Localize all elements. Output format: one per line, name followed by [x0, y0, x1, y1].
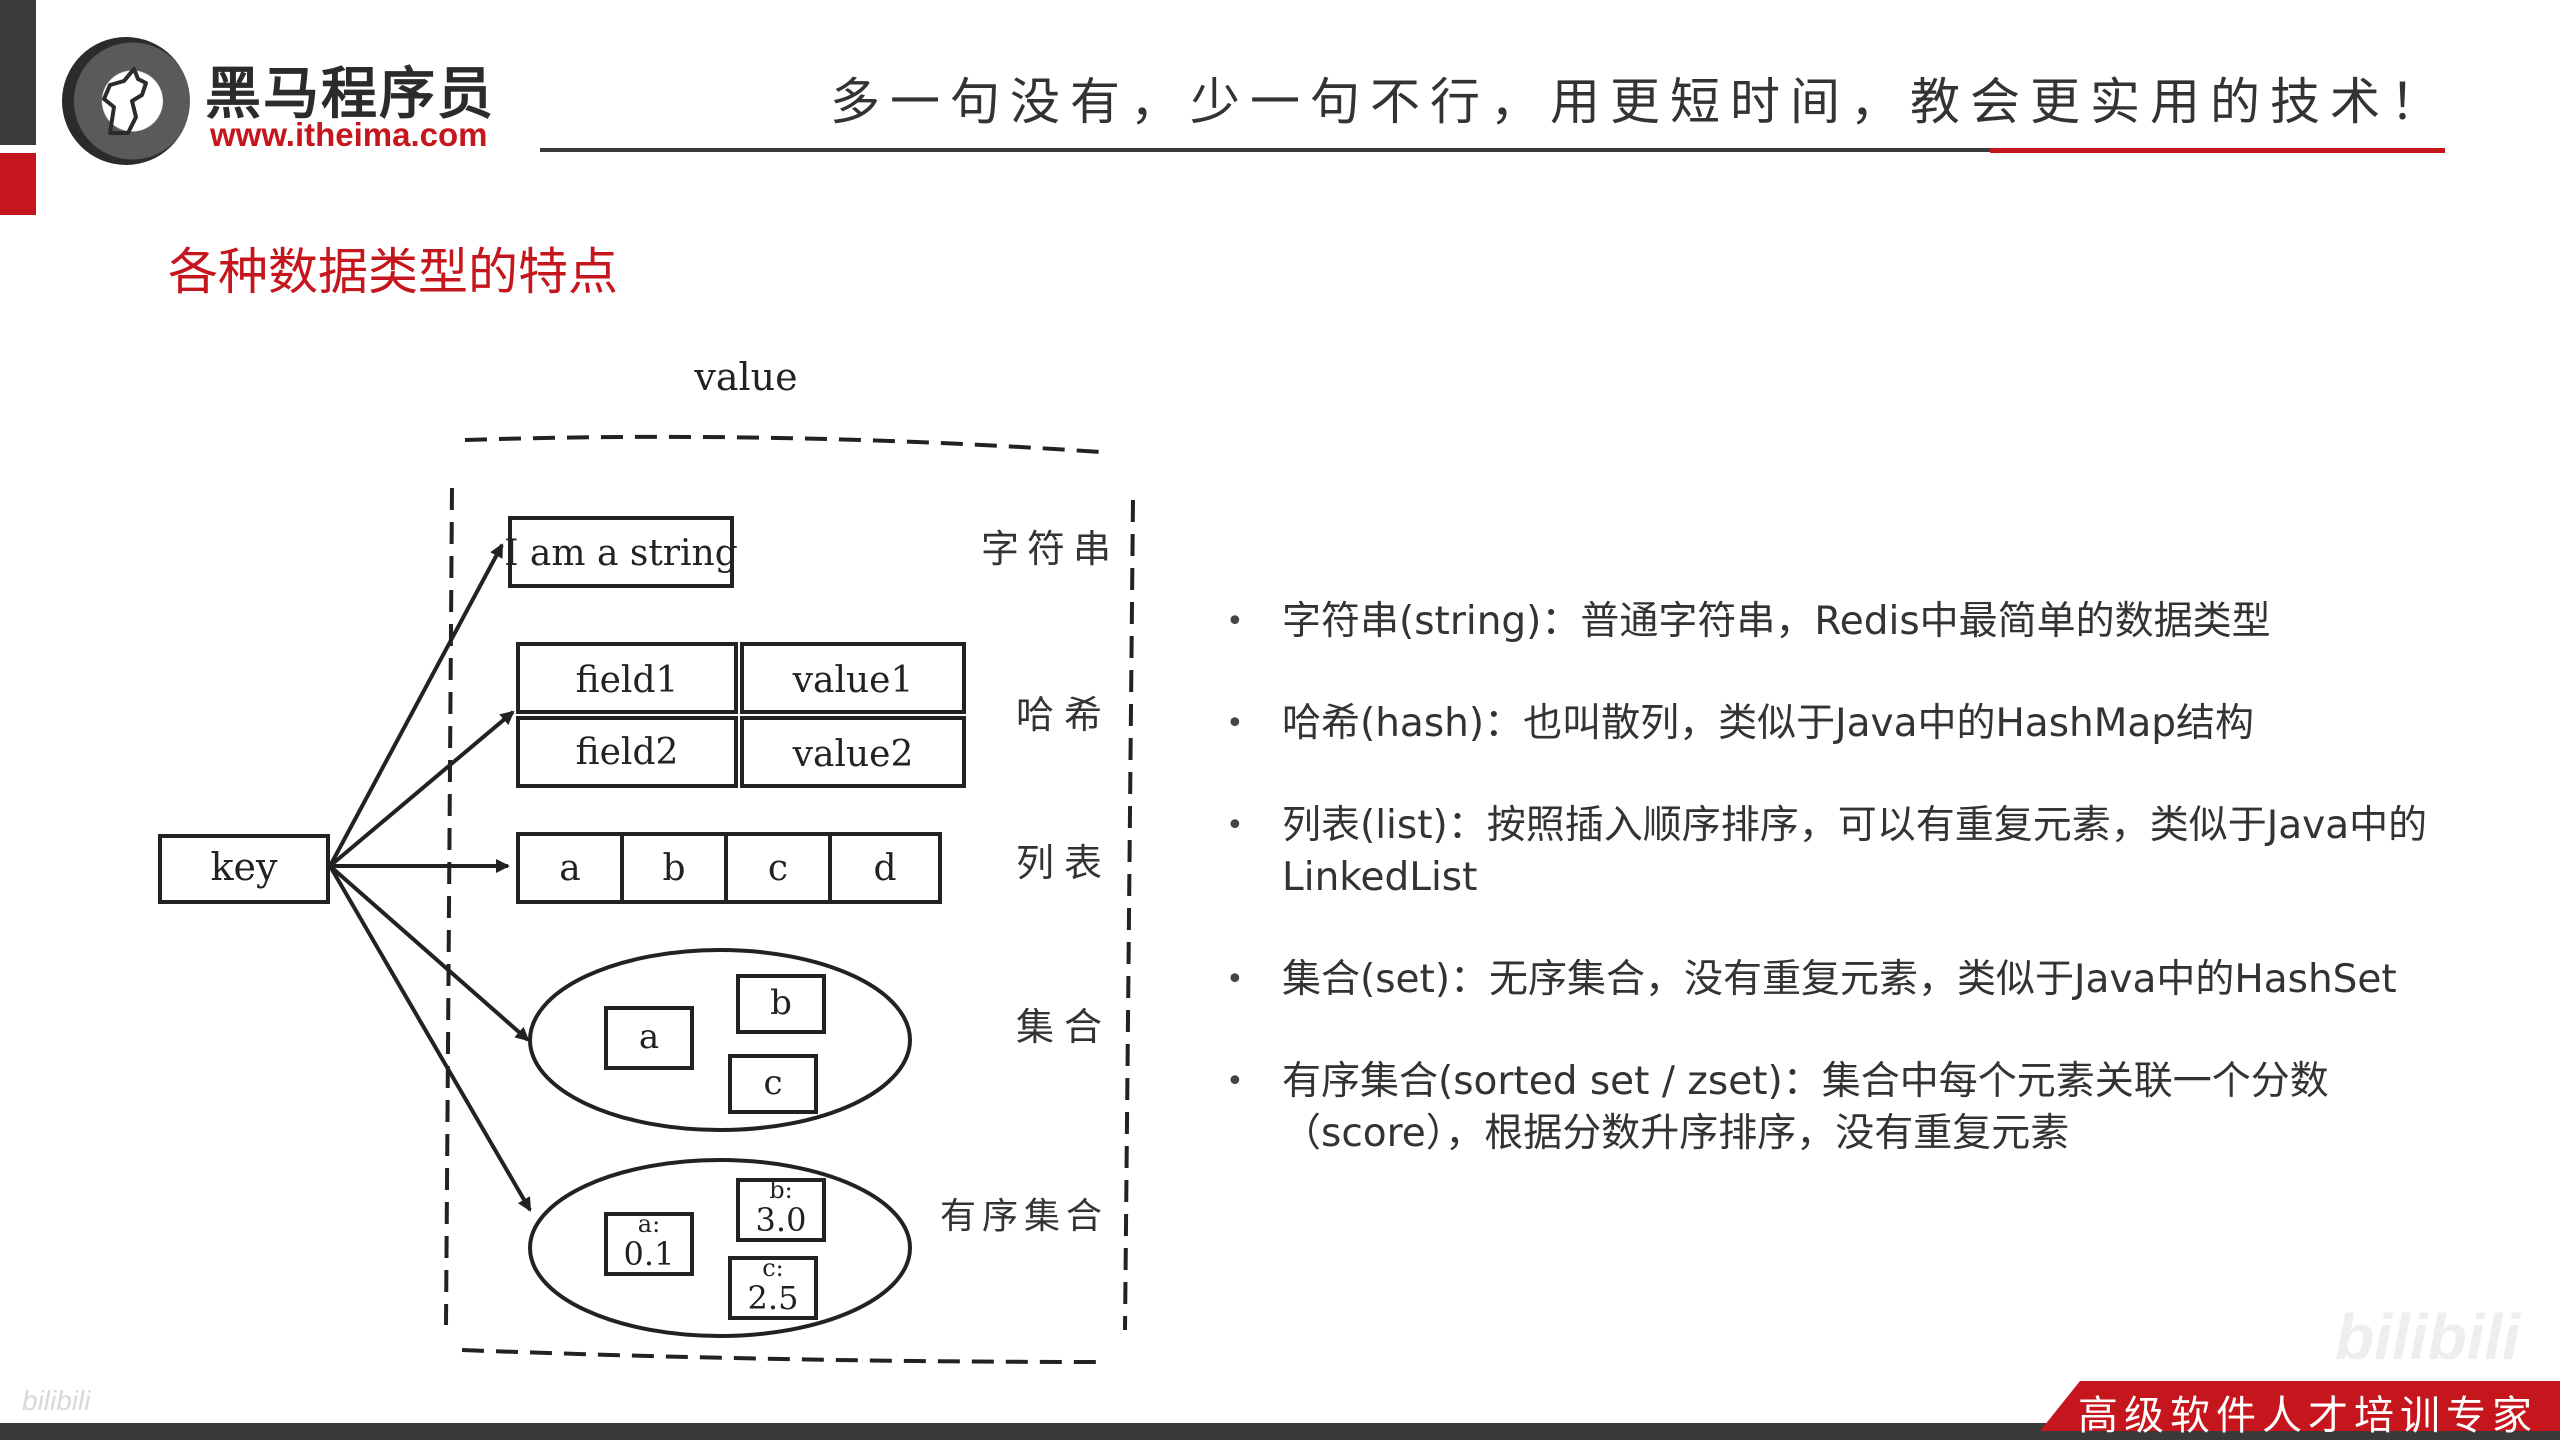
- bilibili-watermark: bilibili: [2335, 1301, 2520, 1373]
- set-item-c: c: [763, 1063, 782, 1103]
- value-label: value: [693, 355, 797, 399]
- bilibili-watermark-small: bilibili: [22, 1385, 91, 1416]
- slide-title: 各种数据类型的特点: [168, 243, 618, 301]
- hash-value-cell: [740, 716, 966, 788]
- bullet-hash: • 哈希(hash)：也叫散列，类似于Java中的HashMap结构: [1220, 698, 2480, 750]
- set-members: [604, 974, 826, 1114]
- brand-name: 黑马程序员: [205, 62, 495, 127]
- list-item-b: b: [662, 848, 685, 889]
- list-item-c: c: [768, 848, 788, 889]
- hash-value-2: value2: [792, 734, 914, 775]
- list-item-a: a: [559, 848, 580, 889]
- zset-member-box: [736, 1178, 826, 1242]
- set-member-box: [728, 1054, 818, 1114]
- zset-score-c: 2.5: [748, 1279, 799, 1317]
- zset-member-box: [604, 1212, 694, 1276]
- string-value: I am a string: [504, 533, 738, 574]
- bullet-zset: • 有序集合(sorted set / zset)：集合中每个元素关联一个分数（…: [1220, 1056, 2480, 1160]
- zset-members: [604, 1178, 826, 1320]
- type-label-string: 字符串: [981, 527, 1119, 571]
- set-member-box: [736, 974, 826, 1034]
- bullet-text: 字符串(string)：普通字符串，Redis中最简单的数据类型: [1282, 599, 2271, 644]
- key-label: key: [211, 845, 279, 889]
- list-cell: [620, 832, 728, 904]
- zset-member-box: [728, 1256, 818, 1320]
- arrow-to-zset: [328, 864, 532, 1212]
- arrow-to-set: [328, 864, 530, 1042]
- bullet-dot-icon: •: [1226, 706, 1244, 741]
- bullet-dot-icon: •: [1226, 604, 1244, 639]
- set-ellipse: [528, 948, 912, 1132]
- footer-tag: [2040, 1381, 2560, 1431]
- left-accent-red-bar: [0, 153, 36, 215]
- header-slogan: 多一句没有，少一句不行，用更短时间，教会更实用的技术！: [830, 73, 2450, 131]
- zset-member-c: c:: [762, 1254, 784, 1282]
- zset-member-a: a:: [638, 1210, 660, 1238]
- list-cell: [828, 832, 942, 904]
- data-type-feature-list: • 字符串(string)：普通字符串，Redis中最简单的数据类型 • 哈希(…: [1220, 596, 2480, 1210]
- hash-value-1: value1: [792, 660, 914, 701]
- horse-icon: [102, 67, 148, 135]
- zset-member-b: b:: [769, 1176, 792, 1204]
- set-item-a: a: [639, 1017, 659, 1057]
- logo-circle-icon: [62, 37, 190, 165]
- hash-field-cell: [516, 716, 738, 788]
- left-accent-dark-bar: [0, 0, 36, 145]
- type-label-hash: 哈希: [1016, 693, 1112, 737]
- set-item-b: b: [770, 983, 792, 1023]
- zset-score-a: 0.1: [624, 1235, 675, 1273]
- hash-table: [516, 642, 966, 788]
- zset-score-b: 3.0: [756, 1201, 807, 1239]
- key-arrows: [328, 543, 532, 1212]
- bullet-text: 有序集合(sorted set / zset)：集合中每个元素关联一个分数（sc…: [1282, 1059, 2329, 1156]
- list-cells: [516, 832, 942, 904]
- value-dashed-container: [444, 434, 1135, 1364]
- list-item-d: d: [873, 848, 896, 889]
- key-box: key: [158, 834, 330, 904]
- string-value-box: I am a string: [504, 516, 738, 588]
- bullet-string: • 字符串(string)：普通字符串，Redis中最简单的数据类型: [1220, 596, 2480, 648]
- bullet-dot-icon: •: [1226, 1064, 1244, 1099]
- bullet-dot-icon: •: [1226, 808, 1244, 843]
- type-label-set: 集合: [1016, 1005, 1112, 1049]
- bullet-text: 集合(set)：无序集合，没有重复元素，类似于Java中的HashSet: [1282, 957, 2397, 1002]
- zset-ellipse: [528, 1158, 912, 1338]
- type-label-list: 列表: [1016, 841, 1112, 885]
- hash-field-2: field2: [576, 732, 679, 773]
- bullet-dot-icon: •: [1226, 962, 1244, 997]
- arrow-to-hash: [328, 710, 515, 868]
- bullet-text: 列表(list)：按照插入顺序排序，可以有重复元素，类似于Java中的Linke…: [1282, 803, 2428, 900]
- header-divider: [540, 148, 2445, 152]
- brand-url: www.itheima.com: [210, 116, 488, 153]
- hash-value-cell: [740, 642, 966, 714]
- list-cell: [724, 832, 832, 904]
- header-divider-accent: [1990, 148, 2445, 153]
- set-member-box: [604, 1006, 694, 1070]
- footer-tagline: 高级软件人才培训专家: [2078, 1393, 2538, 1439]
- hash-field-1: field1: [576, 660, 679, 701]
- type-label-zset: 有序集合: [940, 1196, 1108, 1237]
- brand-logo: 黑马程序员 www.itheima.com: [62, 33, 502, 165]
- hash-field-cell: [516, 642, 738, 714]
- bullet-set: • 集合(set)：无序集合，没有重复元素，类似于Java中的HashSet: [1220, 954, 2480, 1006]
- footer-bar: [0, 1423, 2560, 1440]
- arrow-to-string: [328, 543, 504, 867]
- bullet-text: 哈希(hash)：也叫散列，类似于Java中的HashMap结构: [1282, 701, 2255, 746]
- bullet-list: • 列表(list)：按照插入顺序排序，可以有重复元素，类似于Java中的Lin…: [1220, 800, 2480, 904]
